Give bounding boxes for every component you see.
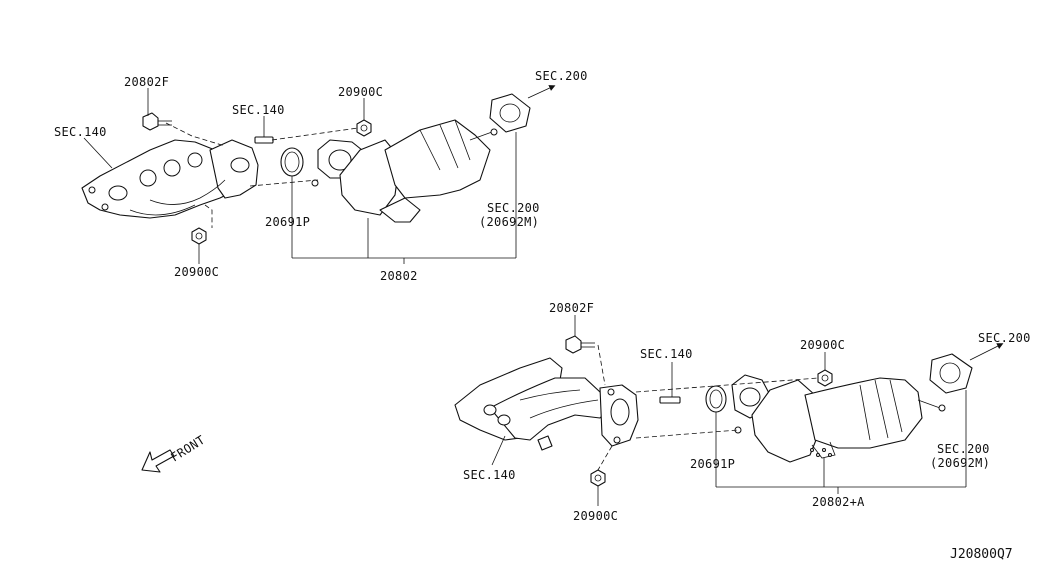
top-alignment-lines — [165, 122, 359, 228]
top-sec200-flange-ref-label: (20692M) — [479, 215, 539, 229]
top-nut-lower-20900c — [191, 227, 207, 245]
bottom-bolt-20802f — [565, 335, 595, 354]
bottom-catalytic-converter — [731, 374, 946, 463]
bottom-nut-lower-label: 20900C — [573, 509, 618, 523]
top-nut-upper-label: 20900C — [338, 85, 383, 99]
bottom-nut-lower-20900c — [590, 469, 606, 487]
bottom-gasket-20691p — [705, 385, 727, 413]
bottom-assembly-label: 20802+A — [812, 495, 865, 509]
top-catalytic-converter — [311, 119, 498, 223]
top-nut-upper-20900c — [356, 119, 372, 137]
bottom-nut-upper-label: 20900C — [800, 338, 845, 352]
bottom-sec200-arrow — [969, 343, 1004, 361]
top-exhaust-manifold — [81, 139, 259, 219]
bottom-sec200-flange-label: SEC.200 — [937, 442, 990, 456]
bottom-sec200-arrow-label: SEC.200 — [978, 331, 1031, 345]
top-gasket-20691p — [280, 147, 304, 177]
front-arrow-icon — [141, 449, 175, 473]
top-sec200-arrow — [527, 85, 556, 99]
top-bolt-label: 20802F — [124, 75, 169, 89]
top-gasket-label: 20691P — [265, 215, 310, 229]
top-sec200-flange-label: SEC.200 — [487, 201, 540, 215]
top-nut-lower-label: 20900C — [174, 265, 219, 279]
drawing-code: J20800Q7 — [950, 547, 1013, 562]
bottom-nut-upper-20900c — [817, 369, 833, 387]
bottom-assembly: 20802F SEC.140 20900C SEC.200 SEC.140 20… — [454, 301, 1031, 523]
top-outlet-flange — [489, 93, 531, 133]
front-label: FRONT — [168, 433, 207, 465]
top-sec200-arrow-label: SEC.200 — [535, 69, 588, 83]
bottom-bolt-label: 20802F — [549, 301, 594, 315]
top-sec140-stud-label: SEC.140 — [232, 103, 285, 117]
bottom-alignment-lines — [597, 344, 819, 471]
top-bolt-20802f — [142, 112, 172, 131]
bottom-leader-lines — [491, 315, 967, 506]
top-assembly: 20802F SEC.140 SEC.140 20900C SEC.200 20… — [54, 69, 588, 283]
bottom-sec140-stud-label: SEC.140 — [640, 347, 693, 361]
top-leader-lines — [83, 88, 517, 264]
front-direction-indicator: FRONT — [141, 433, 207, 473]
top-sec140-left-label: SEC.140 — [54, 125, 107, 139]
top-stud — [254, 136, 274, 144]
bottom-sec140-left-label: SEC.140 — [463, 468, 516, 482]
bottom-exhaust-manifold — [454, 357, 639, 451]
bottom-gasket-label: 20691P — [690, 457, 735, 471]
top-assembly-label: 20802 — [380, 269, 418, 283]
bottom-outlet-flange — [929, 353, 973, 394]
bottom-sec200-flange-ref-label: (20692M) — [930, 456, 990, 470]
bottom-stud — [659, 396, 681, 404]
